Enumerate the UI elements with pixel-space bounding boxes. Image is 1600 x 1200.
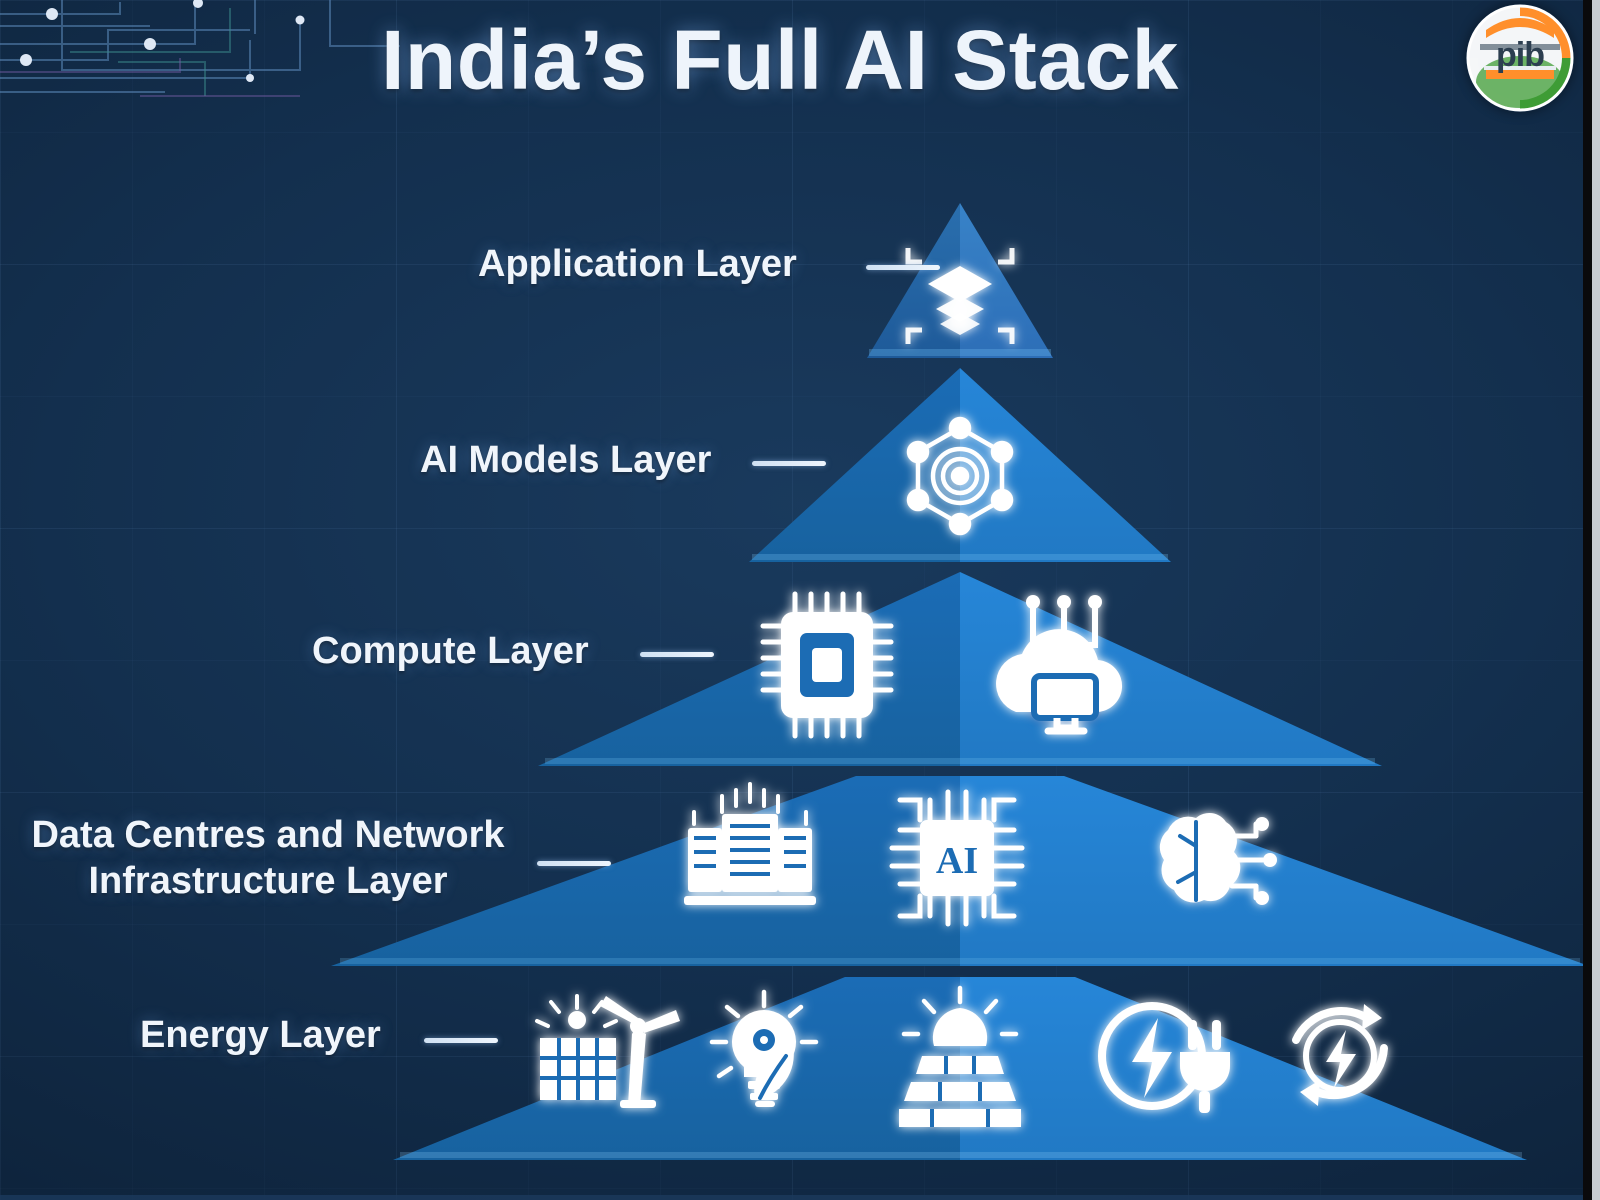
- pyramid-tier-application[interactable]: [867, 203, 1053, 358]
- connector-data-centres-layer: [537, 861, 611, 866]
- right-edge-border-light: [1592, 0, 1600, 1200]
- layers-stack-icon: [905, 248, 1015, 344]
- pyramid-tier-energy[interactable]: [393, 977, 1527, 1160]
- pyramid-tier-data-centres[interactable]: [331, 776, 1585, 966]
- green-bulb-leaf-icon: [709, 989, 819, 1107]
- connector-application-layer: [866, 265, 940, 270]
- solar-wind-icon: [535, 994, 680, 1108]
- cloud-computing-icon: [996, 595, 1123, 735]
- solar-panel-sun-icon: [899, 985, 1021, 1127]
- pyramid-tier-ai-models[interactable]: [749, 368, 1171, 562]
- svg-text:pib: pib: [1496, 36, 1544, 74]
- right-edge-border-dark: [1583, 0, 1592, 1200]
- connector-energy-layer: [424, 1038, 498, 1043]
- ai-chip-icon: AI: [889, 789, 1025, 927]
- label-application-layer: Application Layer: [478, 243, 797, 285]
- data-center-servers-icon: [684, 782, 816, 905]
- svg-text:AI: AI: [936, 840, 978, 882]
- connector-ai-models-layer: [752, 461, 826, 466]
- label-data-centres-line1: Data Centres and Network: [31, 814, 505, 856]
- processor-chip-icon: [760, 591, 894, 739]
- renewable-cycle-bolt-icon: [1292, 1004, 1388, 1106]
- power-plug-bolt-icon: [1098, 1002, 1230, 1113]
- label-energy-layer: Energy Layer: [140, 1014, 381, 1056]
- pyramid-tier-compute[interactable]: [538, 572, 1382, 766]
- label-ai-models-layer: AI Models Layer: [420, 439, 712, 481]
- bottom-edge-border: [0, 1195, 1600, 1200]
- neural-network-node-icon: [906, 416, 1014, 536]
- connector-compute-layer: [640, 652, 714, 657]
- brain-circuit-icon: [1159, 812, 1277, 905]
- label-data-centres-line2: Infrastructure Layer: [88, 860, 448, 903]
- pib-logo: pib: [1466, 4, 1574, 112]
- page-title: India’s Full AI Stack: [381, 13, 1179, 107]
- circuit-trace-decoration: [0, 0, 400, 97]
- label-compute-layer: Compute Layer: [312, 630, 589, 672]
- label-data-centres-layer: Data Centres and Network Infrastructure …: [8, 812, 528, 905]
